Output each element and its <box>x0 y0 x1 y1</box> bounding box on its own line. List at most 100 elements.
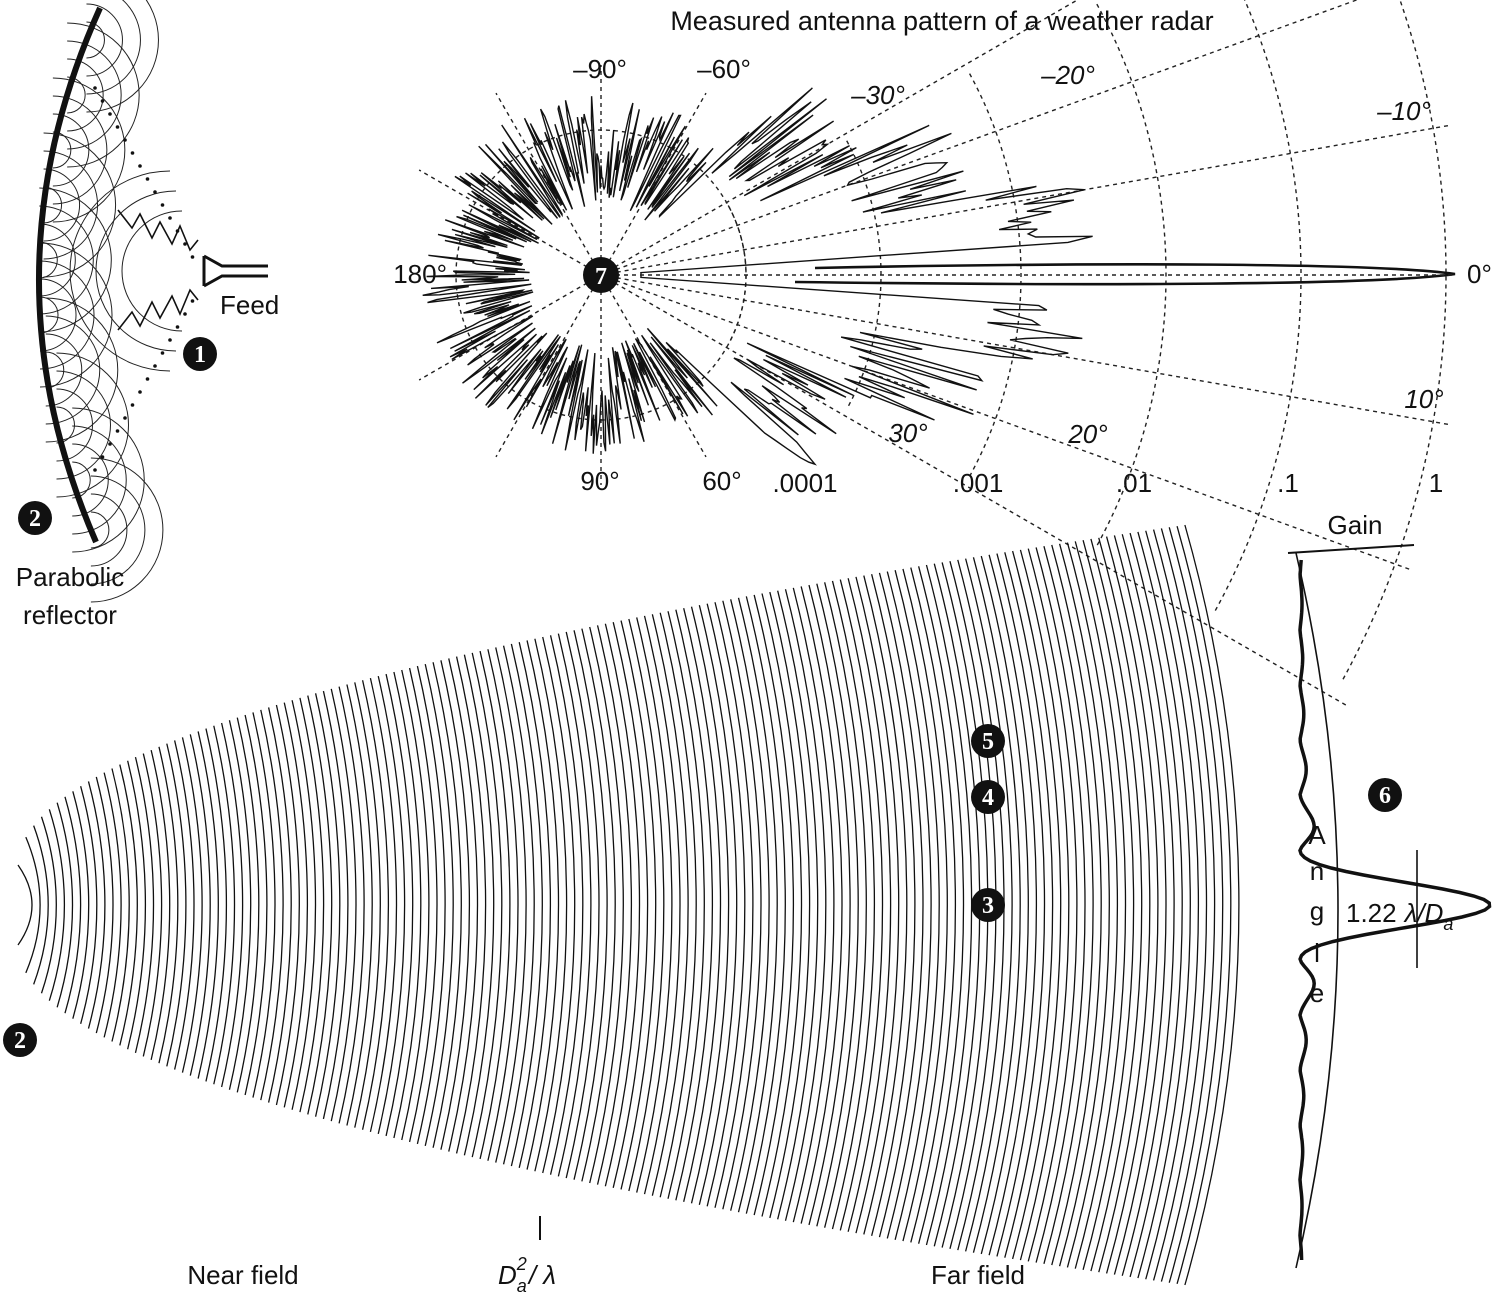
reflector-wavefront <box>43 168 80 242</box>
beam-wavefront <box>1113 535 1167 1275</box>
svg-text:2: 2 <box>29 506 41 532</box>
beam-wavefront <box>158 746 179 1064</box>
angle-letter-e: e <box>1310 978 1324 1008</box>
beam-wavefront <box>33 825 49 985</box>
angle-label-90: 90° <box>580 466 619 496</box>
beam-wavefront <box>988 554 1037 1256</box>
beam-wavefront <box>401 669 430 1141</box>
gain-tick-01: .01 <box>1116 468 1152 498</box>
reflector-wavefront <box>52 131 72 169</box>
badge-4: 4 <box>971 780 1005 814</box>
focus-dot <box>153 364 157 368</box>
beam-wavefront <box>40 816 57 994</box>
beam-wavefront <box>1051 544 1102 1266</box>
beam-wavefronts <box>17 524 1240 1286</box>
beam-wavefront <box>260 709 284 1101</box>
beam-wavefront <box>698 605 738 1205</box>
near-field-label: Near field <box>187 1260 298 1290</box>
beam-wavefront <box>307 695 333 1115</box>
focus-dot <box>115 125 120 129</box>
focus-dot <box>115 429 120 433</box>
reflector-wavefront <box>56 370 111 480</box>
beam-wavefront <box>824 582 867 1228</box>
beam-wavefront <box>479 650 511 1160</box>
reflector-wavefront <box>52 95 108 205</box>
reflector-wavefront <box>72 443 109 517</box>
gain-ring <box>968 73 1022 477</box>
beam-wavefront <box>1121 534 1175 1276</box>
beam-wavefront <box>1129 532 1183 1278</box>
reflector-wavefront <box>45 297 119 443</box>
beam-wavefront <box>275 704 300 1106</box>
beam-wavefront <box>917 566 965 1244</box>
beam-wavefront <box>189 734 211 1076</box>
svg-text:4: 4 <box>982 785 994 811</box>
focus-dot <box>138 164 142 168</box>
reflector-wavefront <box>43 150 99 260</box>
beam-wavefront <box>1058 543 1110 1267</box>
far-field-label: Far field <box>931 1260 1025 1290</box>
beam-wavefront <box>385 673 414 1137</box>
beam-wavefront <box>714 602 754 1208</box>
beam-wavefront <box>220 722 244 1088</box>
beam-wavefront <box>1160 528 1216 1282</box>
reflector-wavefront <box>39 187 112 333</box>
beam-wavefront <box>706 603 746 1207</box>
reflector-wavefront <box>43 132 117 278</box>
beam-wavefront <box>111 768 130 1042</box>
gain-curve <box>1298 559 1492 1261</box>
beam-wavefront <box>589 626 624 1184</box>
beam-wavefront <box>173 740 195 1070</box>
beam-wavefront <box>777 590 819 1220</box>
focus-dot <box>183 242 187 246</box>
beam-wavefront <box>847 578 892 1232</box>
beam-wavefront <box>855 576 900 1234</box>
reflector-wavefront <box>56 352 129 498</box>
pattern-lobes <box>422 87 1093 466</box>
gain-tick-0001: .0001 <box>772 468 837 498</box>
beam-wavefront <box>683 608 722 1202</box>
reflector-wavefront <box>72 425 127 535</box>
gain-tick-001: .001 <box>953 468 1004 498</box>
badge-1: 1 <box>183 337 217 371</box>
beam-wavefront <box>87 781 106 1029</box>
reflector-wavefront <box>52 77 126 223</box>
feed-wave-zigzag <box>117 209 199 331</box>
beam-wavefront <box>471 652 503 1158</box>
beam-wavefront <box>745 596 786 1214</box>
beam-wavefront <box>878 572 924 1238</box>
focus-dot <box>168 216 172 220</box>
beam-wavefront <box>322 690 349 1120</box>
gain-ring <box>1214 0 1302 611</box>
beam-wavefront <box>557 633 592 1177</box>
focus-dot <box>138 390 142 394</box>
beam-wavefront <box>424 663 454 1147</box>
polar-grid <box>418 0 1449 706</box>
beam-wavefront <box>839 579 884 1231</box>
badges: 1 2 2 3 4 5 6 7 <box>3 257 1402 1057</box>
beam-wavefront <box>267 707 292 1103</box>
focus-dot <box>108 112 112 116</box>
beam-wavefront <box>166 743 187 1067</box>
main-lobe <box>794 263 1456 286</box>
gain-ring <box>1096 3 1167 547</box>
reflector-wavefront <box>40 260 95 370</box>
beam-wavefront <box>1011 550 1062 1260</box>
beam-wavefront <box>1004 552 1054 1258</box>
beam-wavefront <box>181 737 203 1073</box>
beam-wavefront <box>502 645 535 1165</box>
angle-letter-l: l <box>1314 938 1320 968</box>
beam-wavefront <box>1145 530 1200 1280</box>
focus-dot <box>123 416 127 420</box>
beam-wavefront <box>573 630 608 1180</box>
beam-wavefront <box>150 750 171 1060</box>
reflector-wavefront <box>67 58 104 132</box>
beam-wavefront <box>416 665 446 1145</box>
beam-wavefront <box>197 731 219 1079</box>
beam-wavefront <box>1043 546 1094 1264</box>
focus-dot <box>160 203 165 207</box>
beam-wavefront <box>886 571 932 1239</box>
beam-wavefront <box>299 697 325 1113</box>
beam-wavefront <box>48 809 65 1001</box>
